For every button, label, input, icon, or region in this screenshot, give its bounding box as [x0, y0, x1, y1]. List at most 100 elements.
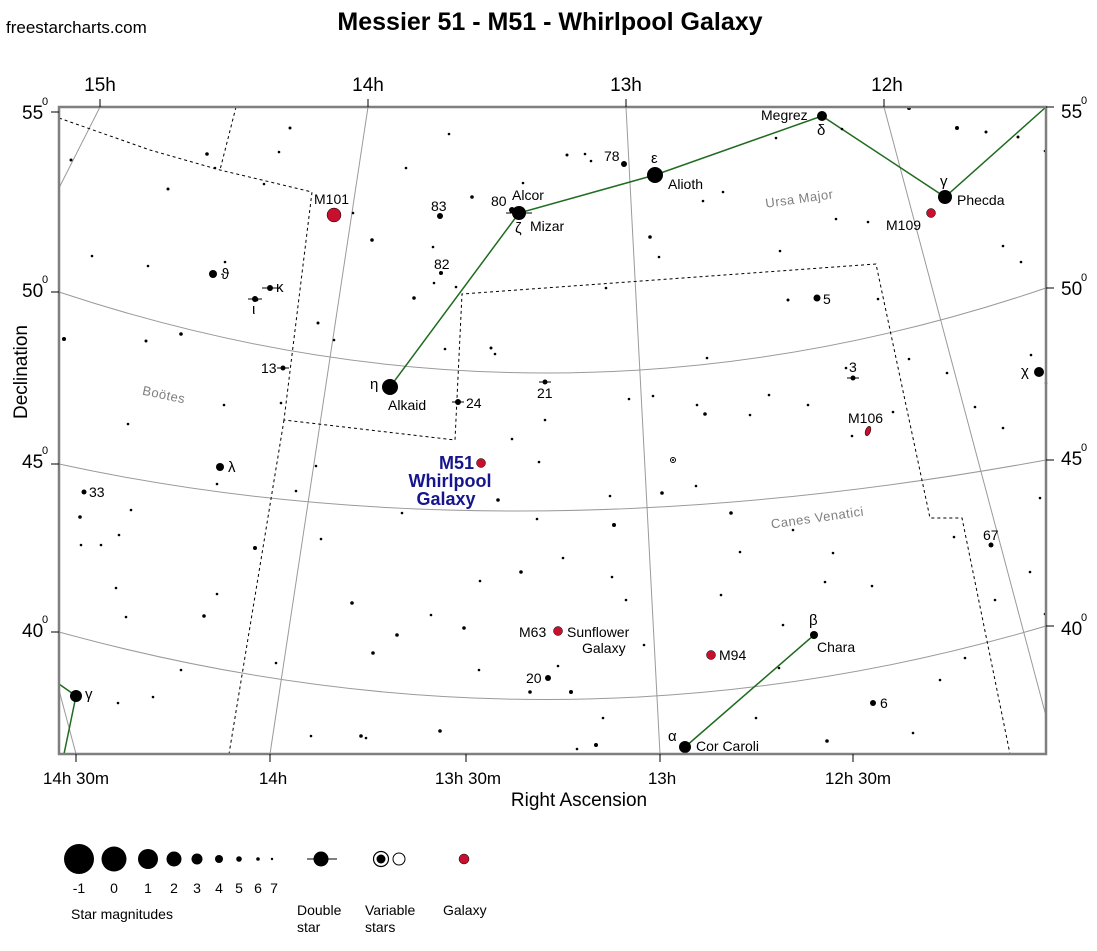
galaxy-m101[interactable] — [326, 207, 342, 223]
ra-bottom-14h: 14h — [259, 769, 287, 788]
ra-bottom-13h: 13h — [648, 769, 676, 788]
faint-stars — [62, 106, 1048, 751]
label-m63-name-1: Sunflower — [567, 624, 630, 640]
star-labels: Megrez δ Alioth ε 78 Alcor 80 Mizar ζ 83… — [85, 107, 1029, 754]
galaxy-labels: M101 M109 M106 M63 Sunflower Galaxy M94 — [314, 191, 921, 663]
galaxy-m94[interactable] — [706, 650, 716, 660]
dec-right-55: 55 — [1061, 102, 1082, 123]
legend: -1 0 1 2 3 4 5 6 7 Star magnitudes Doubl… — [64, 844, 487, 935]
star-alcor — [509, 207, 515, 213]
legend-mag-0: 0 — [110, 880, 118, 896]
dec-right-50: 50 — [1061, 279, 1082, 300]
ra-12h-gridline — [883, 106, 1047, 717]
site-name[interactable]: freestarcharts.com — [6, 18, 147, 37]
label-delta: δ — [817, 122, 825, 139]
dec-right-45: 45 — [1061, 449, 1082, 470]
legend-variable-1: Variable — [365, 902, 416, 918]
star-78-uma — [621, 161, 627, 167]
dec-left-40-deg: 0 — [42, 614, 48, 626]
big-dipper-handle — [389, 106, 1047, 388]
label-zeta: ζ — [515, 220, 522, 237]
galaxy-m106[interactable] — [864, 425, 872, 437]
boundary-uma-boo — [58, 117, 1011, 755]
plot-frame — [57, 105, 1048, 756]
label-kappa: κ — [276, 279, 284, 296]
label-theta: ϑ — [221, 266, 230, 283]
legend-mag-4: 4 — [215, 880, 223, 896]
legend-mag-3: 3 — [193, 880, 201, 896]
label-chara: Chara — [817, 639, 855, 655]
dec-50-gridline — [58, 287, 1047, 374]
label-6: 6 — [880, 695, 888, 711]
star-gamma-boo — [70, 690, 82, 702]
legend-galaxy: Galaxy — [443, 902, 487, 918]
label-m109: M109 — [886, 217, 921, 233]
dec-right-45-deg: 0 — [1081, 442, 1087, 454]
label-m63-name-2: Galaxy — [582, 640, 626, 656]
star-alioth — [647, 167, 663, 183]
dec-left-50: 50 — [22, 281, 43, 302]
label-m63: M63 — [519, 624, 546, 640]
galaxy-m51[interactable] — [476, 458, 486, 468]
ra-13h-gridline — [625, 106, 661, 755]
label-82: 82 — [434, 256, 450, 272]
ra-top-13h: 13h — [610, 75, 642, 96]
label-83: 83 — [431, 198, 447, 214]
label-lambda: λ — [228, 459, 236, 476]
star-lambda-boo — [216, 463, 224, 471]
target-name: M51 — [439, 453, 474, 473]
legend-magnitudes-title: Star magnitudes — [71, 906, 173, 922]
ra-bottom-labels: 14h 30m 14h 13h 30m 13h 12h 30m — [43, 769, 891, 788]
label-megrez: Megrez — [761, 107, 808, 123]
dec-right-50-deg: 0 — [1081, 272, 1087, 284]
star-83 — [437, 213, 443, 219]
plot-background — [59, 107, 1046, 754]
legend-double-star-1: Double — [297, 902, 342, 918]
star-chara — [810, 631, 818, 639]
ra-bottom-1230m: 12h 30m — [825, 769, 891, 788]
star-5-cvn — [813, 294, 821, 302]
dec-left-50-deg: 0 — [42, 274, 48, 286]
legend-magnitude-labels: -1 0 1 2 3 4 5 6 7 — [73, 880, 278, 896]
label-m101: M101 — [314, 191, 349, 207]
label-alioth: Alioth — [668, 176, 703, 192]
ra-bottom-1430m: 14h 30m — [43, 769, 109, 788]
legend-double-star-2: star — [297, 919, 321, 935]
ra-grid — [58, 106, 1047, 755]
legend-variable-star-symbol — [372, 850, 406, 868]
legend-galaxy-symbol — [458, 853, 470, 865]
label-cor-caroli: Cor Caroli — [696, 738, 759, 754]
ra-15h-gridline — [58, 106, 101, 189]
plot-area: Ursa Major Boötes Canes Venatici Megrez … — [57, 105, 1048, 756]
label-80: 80 — [491, 193, 507, 209]
dec-left-40: 40 — [22, 621, 43, 642]
star-theta-boo — [209, 270, 217, 278]
label-chi: χ — [1021, 363, 1029, 380]
star-82 — [439, 271, 443, 275]
ra-top-labels: 15h 14h 13h 12h — [84, 75, 903, 96]
label-33: 33 — [89, 484, 105, 500]
label-gamma-boo: γ — [85, 686, 93, 703]
label-phecda: Phecda — [957, 192, 1005, 208]
ra-top-12h: 12h — [871, 75, 903, 96]
star-chi-uma — [1034, 367, 1044, 377]
label-13: 13 — [261, 360, 277, 376]
ra-top-15h: 15h — [84, 75, 116, 96]
galaxy-m109[interactable] — [926, 208, 936, 218]
dec-left-45-deg: 0 — [42, 445, 48, 457]
star-cor-caroli — [679, 741, 691, 753]
star-phecda — [938, 190, 952, 204]
star-67-uma — [988, 542, 994, 548]
star-20-cvn — [545, 675, 551, 681]
boundary-boo-top — [219, 106, 237, 171]
label-5: 5 — [823, 291, 831, 307]
legend-mag-2: 2 — [170, 880, 178, 896]
target-label: M51 Whirlpool Galaxy — [409, 453, 492, 509]
star-33-boo — [81, 489, 87, 495]
label-21: 21 — [537, 385, 553, 401]
legend-magnitude-dots — [64, 844, 274, 874]
dec-left-55-deg: 0 — [42, 96, 48, 108]
galaxy-m63[interactable] — [553, 626, 563, 636]
label-20: 20 — [526, 670, 542, 686]
